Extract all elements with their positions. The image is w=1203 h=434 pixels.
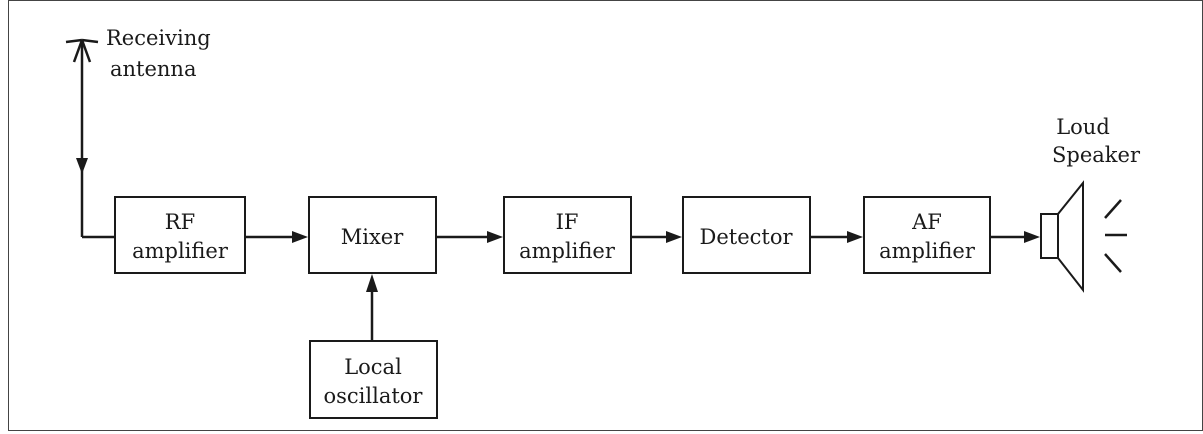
arrow-oscillator-to-mixer [366, 274, 378, 341]
if-amplifier-label-line2: amplifier [519, 239, 616, 263]
local-oscillator-label-line1: Local [344, 355, 402, 379]
antenna-label-line2: antenna [110, 57, 196, 81]
arrow-af-to-speaker [990, 231, 1040, 243]
loudspeaker-icon [1040, 180, 1127, 293]
if-amplifier-label-line1: IF [556, 210, 579, 234]
af-amplifier-label-line1: AF [911, 210, 942, 234]
rf-amplifier-label-line2: amplifier [132, 239, 229, 263]
af-amplifier-block: AF amplifier [863, 196, 991, 274]
arrow-mixer-to-if [436, 231, 503, 243]
local-oscillator-label-line2: oscillator [324, 384, 424, 408]
speaker-label-line2: Speaker [1052, 143, 1141, 167]
detector-block: Detector [682, 196, 811, 274]
mixer-block: Mixer [308, 196, 437, 274]
mixer-label: Mixer [341, 225, 404, 249]
antenna-icon [65, 38, 115, 239]
rf-amplifier-block: RF amplifier [114, 196, 246, 274]
arrow-rf-to-mixer [245, 231, 308, 243]
antenna-label-line1: Receiving [106, 26, 211, 50]
arrow-if-to-detector [631, 231, 682, 243]
rf-amplifier-label-line1: RF [165, 210, 195, 234]
detector-label: Detector [699, 225, 793, 249]
af-amplifier-label-line2: amplifier [879, 239, 976, 263]
if-amplifier-block: IF amplifier [503, 196, 632, 274]
local-oscillator-block: Local oscillator [309, 340, 438, 419]
speaker-label-line1: Loud [1056, 115, 1110, 139]
arrow-detector-to-af [810, 231, 863, 243]
